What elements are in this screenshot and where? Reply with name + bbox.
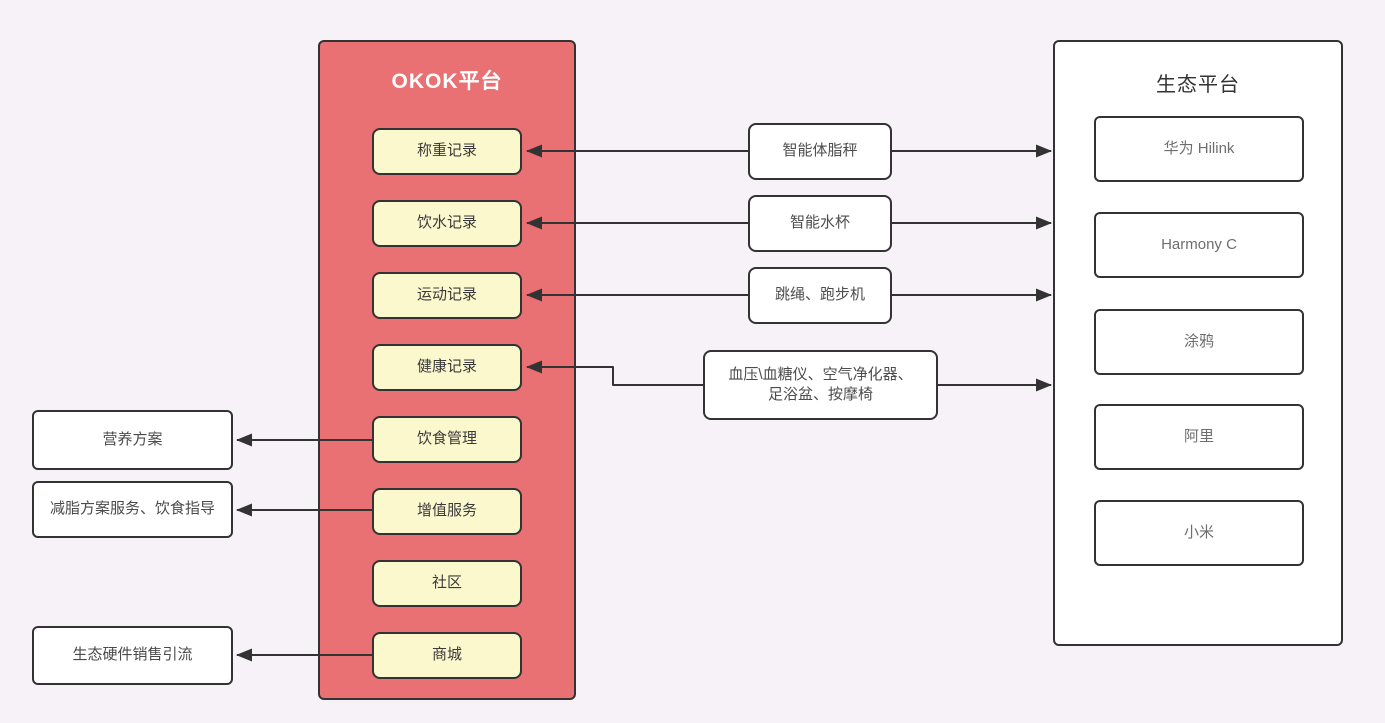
eco-item-ali: 阿里	[1094, 404, 1304, 470]
okok-item-community: 社区	[372, 560, 522, 607]
eco-item-xiaomi: 小米	[1094, 500, 1304, 566]
device-box-health-devices: 血压\血糖仪、空气净化器、 足浴盆、按摩椅	[703, 350, 938, 420]
okok-item-diet-management: 饮食管理	[372, 416, 522, 463]
device-box-rope-treadmill: 跳绳、跑步机	[748, 267, 892, 324]
okok-item-value-added-service: 增值服务	[372, 488, 522, 535]
device-box-body-fat-scale: 智能体脂秤	[748, 123, 892, 180]
okok-platform-title: OKOK平台	[391, 70, 503, 93]
okok-item-mall: 商城	[372, 632, 522, 679]
okok-item-health-record: 健康记录	[372, 344, 522, 391]
okok-item-exercise-record: 运动记录	[372, 272, 522, 319]
okok-item-water-record: 饮水记录	[372, 200, 522, 247]
output-box-fat-loss-service: 减脂方案服务、饮食指导	[32, 481, 233, 538]
eco-item-tuya: 涂鸦	[1094, 309, 1304, 375]
output-box-nutrition-plan: 营养方案	[32, 410, 233, 470]
eco-item-huawei-hilink: 华为 Hilink	[1094, 116, 1304, 182]
output-box-hardware-sales: 生态硬件销售引流	[32, 626, 233, 685]
eco-platform-title: 生态平台	[1156, 74, 1240, 96]
eco-item-harmony: Harmony C	[1094, 212, 1304, 278]
okok-item-weight-record: 称重记录	[372, 128, 522, 175]
device-box-smart-cup: 智能水杯	[748, 195, 892, 252]
